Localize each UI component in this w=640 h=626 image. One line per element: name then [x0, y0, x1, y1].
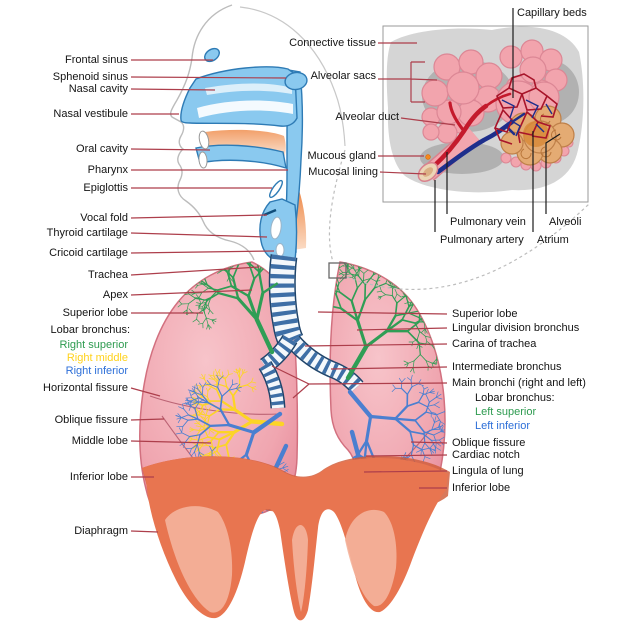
- label-inferior-lobe: Inferior lobe: [69, 471, 128, 483]
- label-cricoid-cartilage: Cricoid cartilage: [49, 247, 128, 259]
- label-epiglottis: Epiglottis: [83, 182, 128, 194]
- inset-magnified-view: [382, 25, 589, 203]
- label-lingula-of-lung: Lingula of lung: [452, 465, 524, 477]
- label-horizontal-fissure: Horizontal fissure: [43, 382, 128, 394]
- nasal-turbinate-2: [205, 83, 292, 95]
- label-nasal-vestibule: Nasal vestibule: [53, 108, 128, 120]
- label-carina-of-trachea: Carina of trachea: [452, 338, 537, 350]
- label-connective-tissue: Connective tissue: [289, 37, 376, 49]
- magnifier: [328, 149, 590, 290]
- label-right-inferior: Right inferior: [65, 365, 128, 377]
- epiglottis-shape: [268, 179, 284, 199]
- magnifier-connector-left: [328, 149, 346, 263]
- head-back-outline: [239, 6, 346, 147]
- upper-teeth: [198, 130, 210, 150]
- label-oblique-fissure: Oblique fissure: [54, 414, 128, 426]
- magnifier-connector-right: [346, 203, 590, 290]
- label-intermediate-bronchus: Intermediate bronchus: [452, 361, 562, 373]
- thyroid-cartilage-shape: [270, 216, 282, 240]
- label-trachea: Trachea: [88, 269, 128, 281]
- diaphragm-light-left: [165, 506, 233, 613]
- label-mucosal-lining: Mucosal lining: [308, 166, 378, 178]
- nasal-cavity-shape: [180, 66, 298, 127]
- label-cardiac-notch: Cardiac notch: [452, 449, 520, 461]
- frontal-sinus-shape: [204, 47, 220, 63]
- mucous-gland-shape: [425, 154, 431, 160]
- atrium-core: [523, 121, 549, 147]
- label-diaphragm: Diaphragm: [74, 525, 128, 537]
- label-atrium: Atrium: [537, 234, 569, 246]
- magnifier-box: [328, 262, 347, 279]
- label-thyroid-cartilage: Thyroid cartilage: [46, 227, 128, 239]
- intermediate-bronchus-tube: [258, 360, 286, 409]
- label-pulmonary-vein: Pulmonary vein: [450, 216, 526, 228]
- label-superior-lobe: Superior lobe: [62, 307, 128, 319]
- capillary-beds-shape: [493, 73, 558, 145]
- pulmonary-vein-shape: [435, 119, 515, 175]
- label-lingular-division-bronchus: Lingular division bronchus: [452, 322, 580, 334]
- label-oral-cavity: Oral cavity: [76, 143, 128, 155]
- label-middle-lobe: Middle lobe: [71, 435, 128, 447]
- leader-lines-black: [434, 8, 561, 232]
- label-frontal-sinus: Frontal sinus: [65, 54, 128, 66]
- label-right-superior: Right superior: [59, 339, 128, 351]
- mouth-floor: [195, 144, 287, 170]
- sphenoid-sinus-shape: [284, 71, 308, 91]
- label-right-middle: Right middle: [66, 352, 128, 364]
- label-left-inferior: Left inferior: [475, 420, 531, 432]
- cricoid-cartilage-shape: [275, 243, 285, 257]
- label-apex: Apex: [102, 289, 128, 301]
- inset-vessels: [430, 92, 526, 175]
- label-inferior-lobe-left: Inferior lobe: [452, 482, 511, 494]
- head-profile: [169, 4, 346, 261]
- label-vocal-fold: Vocal fold: [80, 212, 128, 224]
- diaphragm-shape: [142, 455, 450, 621]
- upper-airway: [180, 47, 308, 263]
- label-alveolar-duct: Alveolar duct: [335, 111, 399, 123]
- label-left-superior: Left superior: [475, 406, 537, 418]
- lower-teeth: [198, 151, 208, 169]
- label-pulmonary-artery: Pulmonary artery: [440, 234, 524, 246]
- label-lobar-bronchus-right: Lobar bronchus:: [50, 324, 131, 336]
- label-lobar-bronchus-left: Lobar bronchus:: [475, 392, 555, 404]
- label-nasal-cavity: Nasal cavity: [68, 83, 128, 95]
- label-capillary-beds: Capillary beds: [517, 7, 587, 19]
- diaphragm-light-center: [292, 525, 308, 612]
- label-oblique-fissure-left: Oblique fissure: [452, 437, 526, 449]
- label-pharynx: Pharynx: [87, 164, 128, 176]
- label-alveolar-sacs: Alveolar sacs: [310, 70, 376, 82]
- nasal-turbinate: [197, 100, 293, 118]
- label-mucous-gland: Mucous gland: [307, 150, 377, 162]
- leader-lines-red: [130, 42, 456, 533]
- alveoli-swirls: [520, 113, 562, 160]
- diaphragm-light-right: [345, 509, 397, 607]
- label-superior-lobe-left: Superior lobe: [452, 308, 518, 320]
- label-main-bronchi: Main bronchi (right and left): [452, 377, 586, 389]
- trachea-tube: [268, 254, 304, 348]
- label-sphenoid-sinus: Sphenoid sinus: [52, 71, 128, 83]
- horizontal-fissure-line: [149, 395, 279, 415]
- capillary-veins: [501, 99, 553, 137]
- face-outline: [169, 4, 255, 261]
- label-alveoli: Alveoli: [549, 216, 582, 228]
- vocal-fold-shape: [263, 208, 277, 217]
